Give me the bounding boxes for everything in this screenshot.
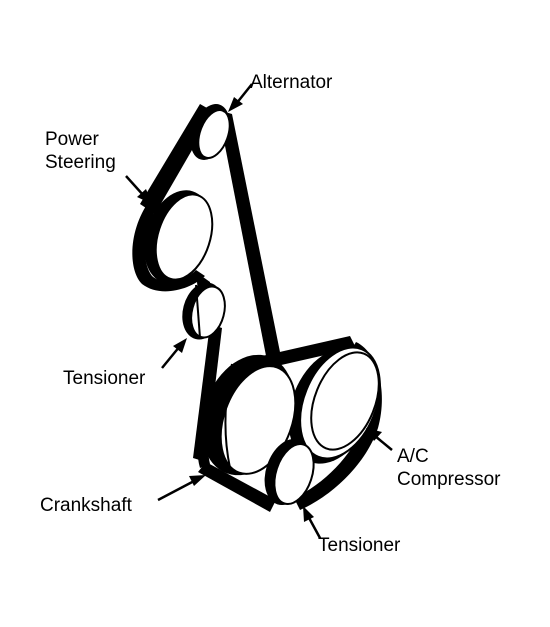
alternator-pulley <box>190 104 231 160</box>
upper-tensioner-arrow <box>161 338 187 369</box>
alternator-label: Alternator <box>250 72 333 93</box>
alternator-arrow <box>228 83 253 112</box>
lower-tensioner-label: Tensioner <box>318 535 401 556</box>
power-steering-label-line2: Steering <box>45 152 116 173</box>
ac-compressor-label-line2: Compressor <box>397 469 501 490</box>
power-steering-arrow <box>125 175 152 204</box>
power-steering-label-line1: Power <box>45 129 100 150</box>
crankshaft-label: Crankshaft <box>40 495 133 516</box>
leader-arrows <box>125 83 393 539</box>
crankshaft-arrow <box>157 475 206 502</box>
ac-compressor-label-line1: A/C <box>397 446 429 467</box>
lower-tensioner-pulley <box>264 438 315 506</box>
crankshaft-pulley <box>201 354 297 476</box>
lower-tensioner-arrow <box>303 506 322 539</box>
upper-tensioner-pulley <box>182 282 226 340</box>
power-steering-pulley <box>144 190 214 284</box>
upper-tensioner-label: Tensioner <box>63 368 146 389</box>
ac-compressor-pulley <box>288 346 381 464</box>
ac-compressor-arrow <box>366 428 393 451</box>
